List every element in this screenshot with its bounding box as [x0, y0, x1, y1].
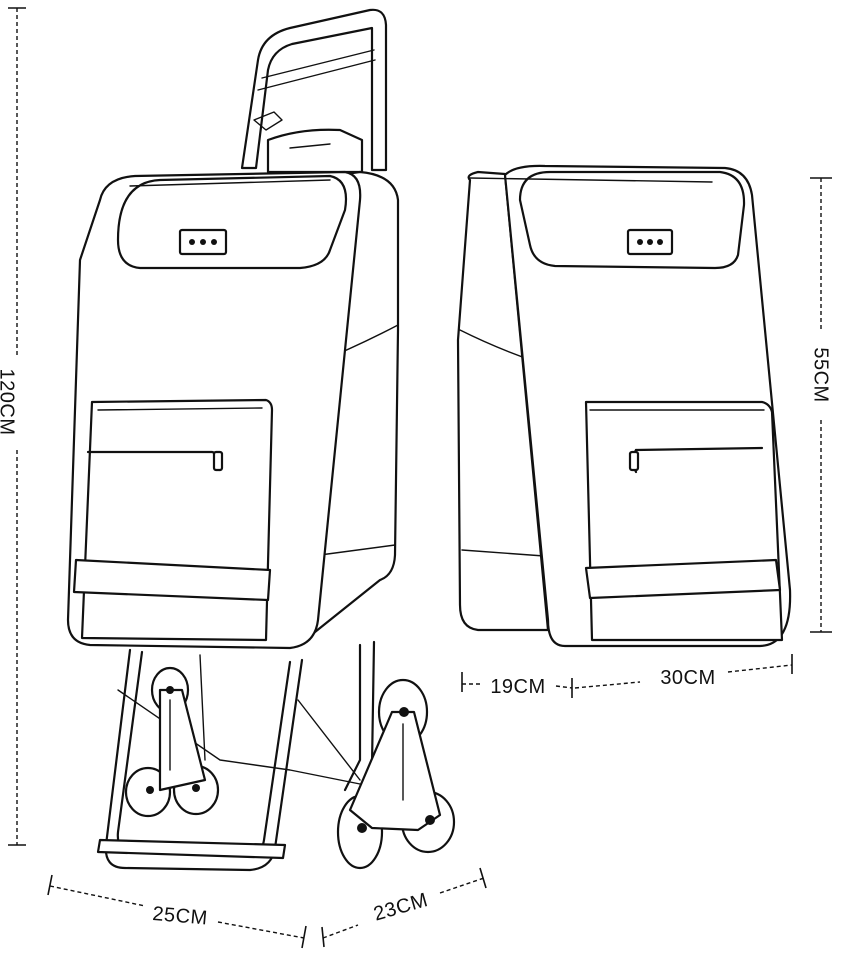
trolley-front-view [66, 8, 456, 872]
total-height-label: 120CM [0, 369, 18, 436]
trolley-handle [240, 8, 388, 174]
frame-depth-label: 23CM [371, 889, 430, 925]
logo-patch-icon [178, 228, 228, 256]
tri-wheel-right-icon [336, 678, 456, 870]
bag-side-view [456, 164, 792, 648]
bag-width-label: 30CM [660, 667, 715, 689]
trolley-bag-front [66, 170, 400, 650]
dimension-frame-width: 25CM [47, 874, 307, 949]
dimension-frame-depth: 23CM [321, 867, 487, 948]
dimension-bag-depth: 19CM [461, 672, 573, 698]
logo-patch-icon [626, 228, 674, 256]
dimension-total-height: 120CM [0, 7, 26, 846]
bag-height-label: 55CM [810, 347, 832, 402]
dimension-bag-height: 55CM [810, 177, 832, 633]
bag-depth-label: 19CM [490, 676, 545, 698]
pocket-zipper [86, 450, 224, 472]
dimension-bag-width: 30CM [574, 654, 793, 689]
pocket-zipper [628, 446, 764, 474]
tri-wheel-left-icon [124, 666, 220, 818]
frame-width-label: 25CM [152, 903, 209, 930]
trolley-frame [96, 640, 376, 872]
